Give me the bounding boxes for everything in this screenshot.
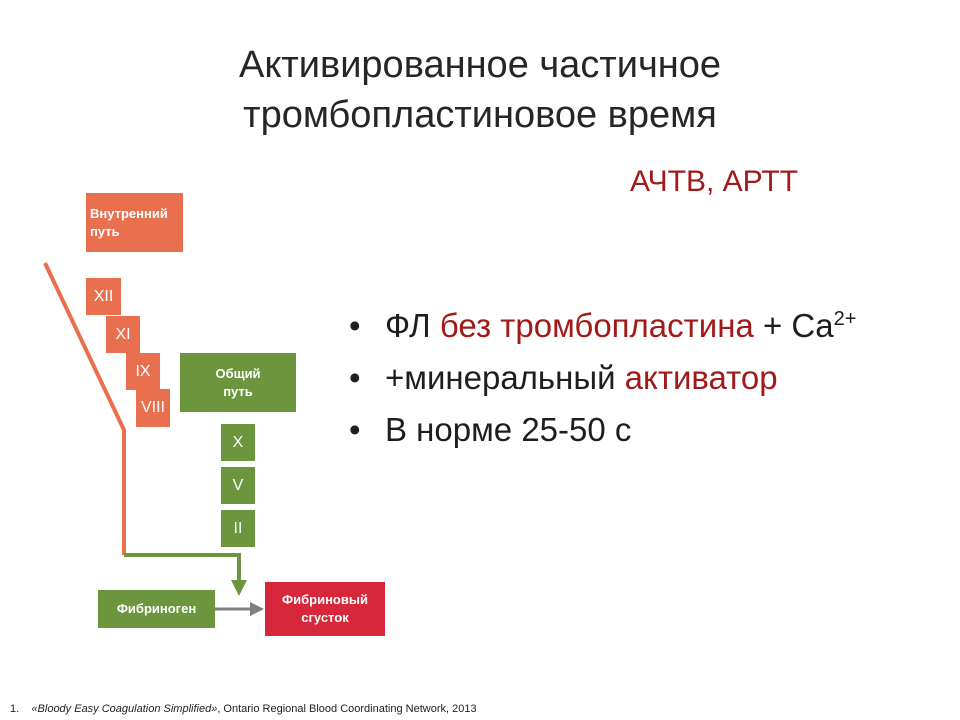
footnote: 1. «Bloody Easy Coagulation Simplified»,… [10,703,477,715]
factor-v: V [221,467,255,504]
fibrinogen-box: Фибриноген [98,590,215,628]
factor-viii: VIII [136,389,170,427]
slide-title: Активированное частичное тромбопластинов… [0,40,960,140]
arrow-right-icon [250,602,264,616]
factor-ii: II [221,510,255,547]
intrinsic-path-line [43,262,126,555]
factor-xii: XII [86,278,121,315]
factor-x: X [221,424,255,461]
arrow-down-icon [231,580,247,596]
factor-ix: IX [126,353,160,390]
common-path-line [124,553,241,582]
bullet-list: ФЛ без тромбопластина + Ca2+ +минеральны… [345,300,856,456]
bullet-item: В норме 25-50 с [345,404,856,456]
abbreviation-label: АЧТВ, АРТТ [630,165,798,198]
title-line-2: тромбопластиновое время [243,94,717,136]
title-line-1: Активированное частичное [238,44,721,86]
bullet-item: +минеральный активатор [345,352,856,404]
factor-xi: XI [106,316,140,353]
bullet-item: ФЛ без тромбопластина + Ca2+ [345,300,856,352]
